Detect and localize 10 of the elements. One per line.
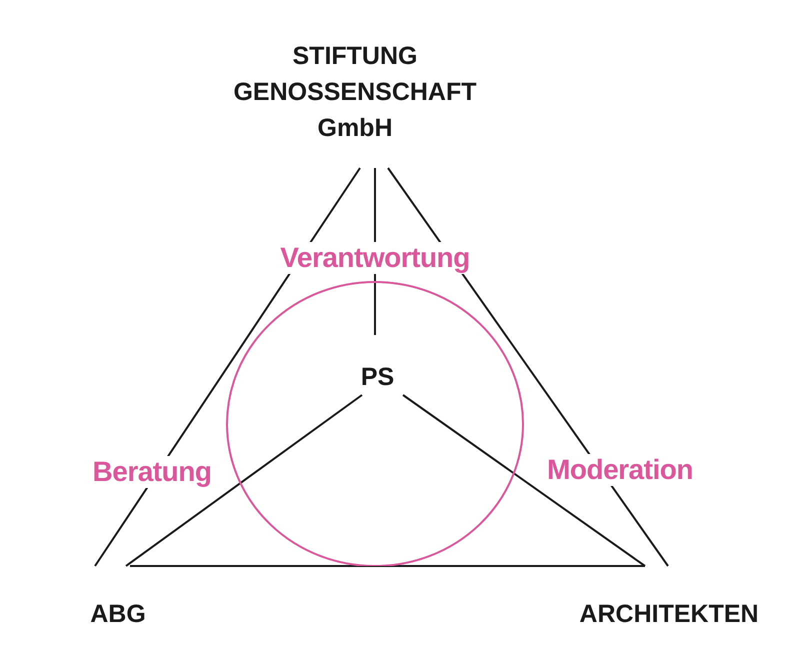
circle-label: Verantwortung <box>280 242 470 274</box>
circle-label: Beratung <box>92 456 212 488</box>
center-label: PS <box>360 362 394 393</box>
party-label: ARCHITEKTEN <box>579 599 759 630</box>
connector-line <box>125 394 363 567</box>
connector-line <box>130 565 645 567</box>
circle-label: Moderation <box>547 454 693 486</box>
organization-label: STIFTUNG GENOSSENSCHAFT GmbH <box>232 41 478 144</box>
connector-line <box>402 394 646 567</box>
party-label: ABG <box>90 599 146 630</box>
